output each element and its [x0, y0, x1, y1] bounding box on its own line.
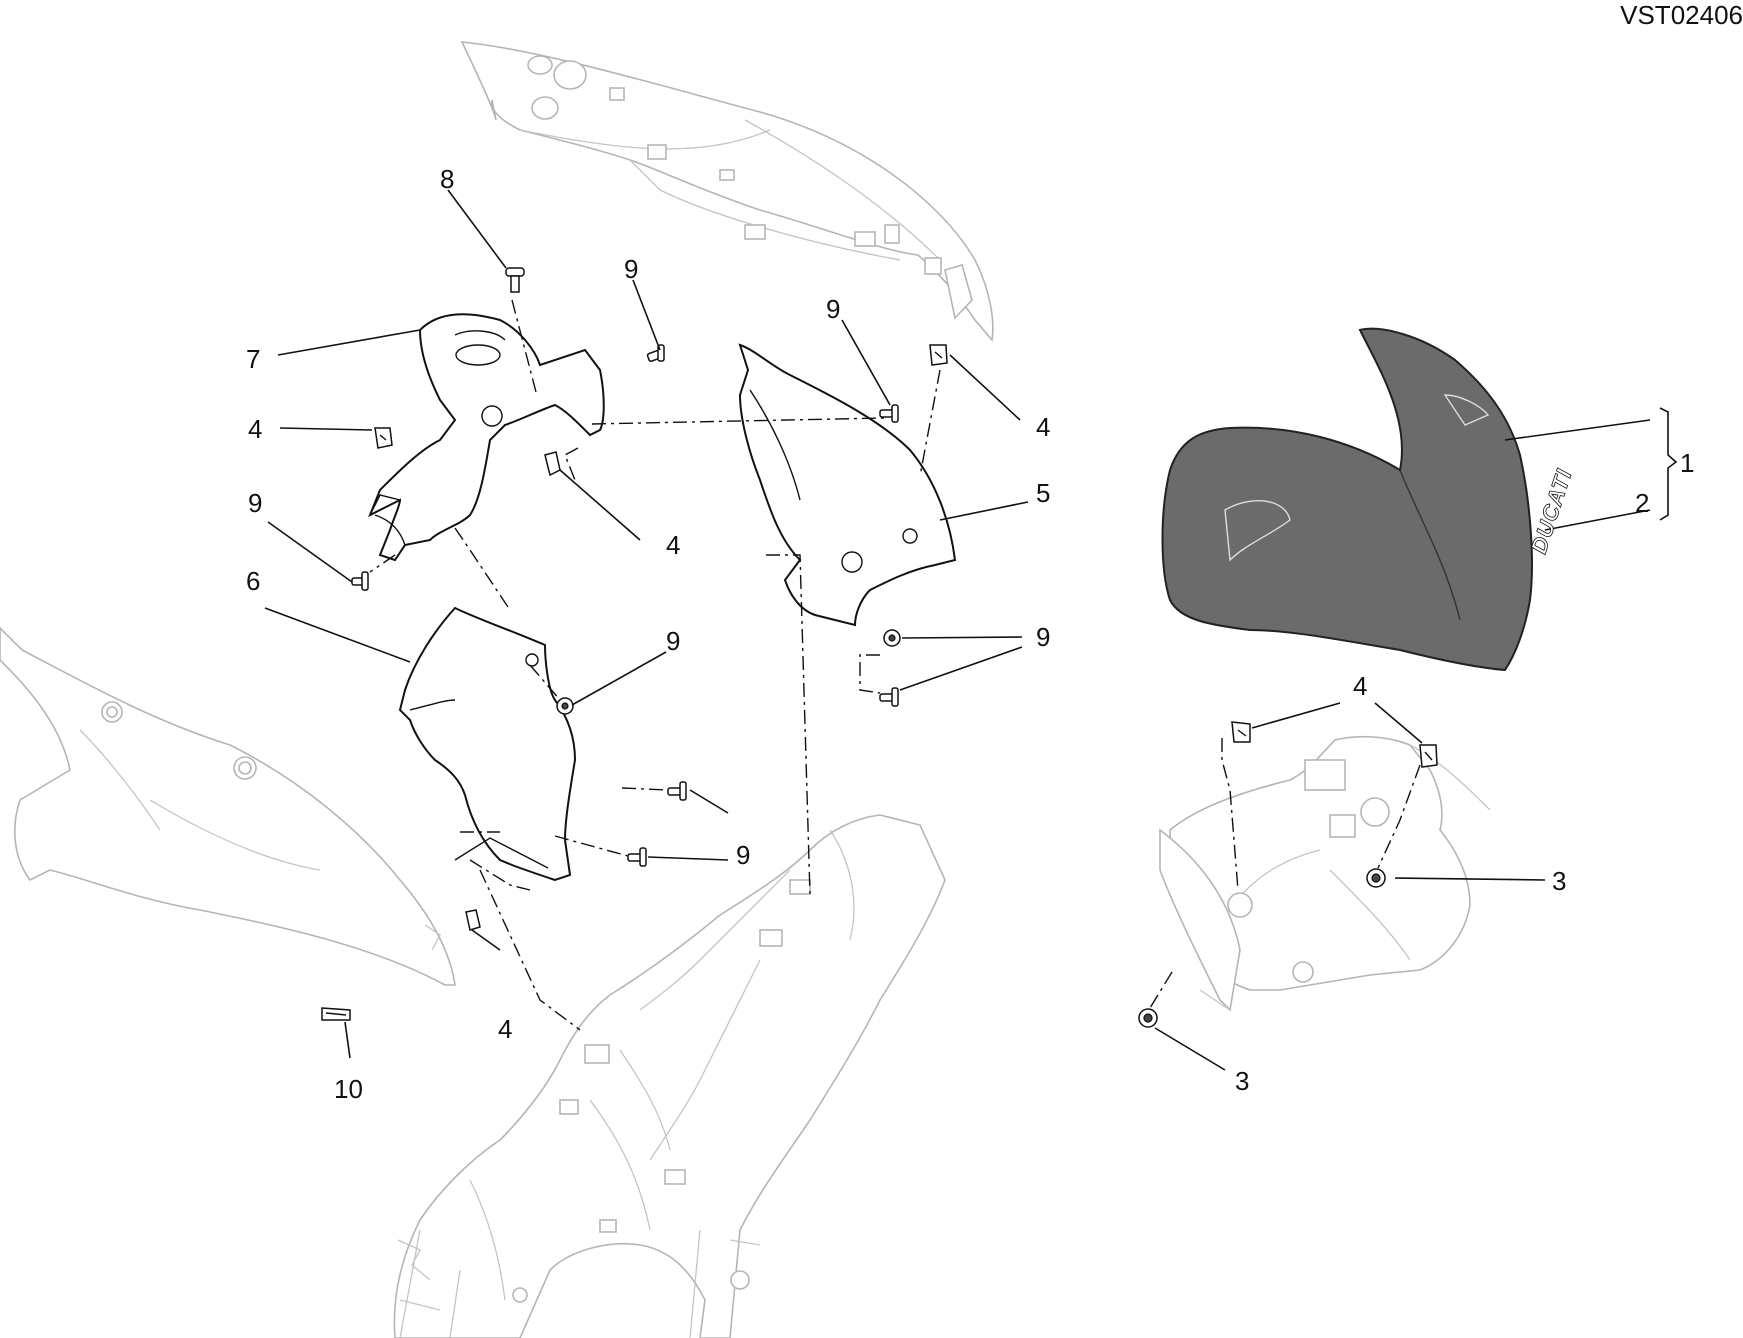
diagram-code: VST02406 — [1620, 0, 1743, 30]
part-5-right-cover — [738, 343, 957, 627]
upper-fairing-shell — [460, 41, 994, 342]
callout-2: 2 — [1635, 488, 1649, 518]
callout-9: 9 — [666, 626, 680, 656]
screw-9-b — [879, 404, 899, 423]
grommet-3-b — [1138, 1008, 1158, 1028]
callout-3: 3 — [1235, 1066, 1249, 1096]
screw-9-g — [883, 629, 901, 647]
left-side-panel — [0, 626, 456, 986]
hardware — [321, 267, 1438, 1028]
screw-9-h — [879, 687, 899, 707]
callout-5: 5 — [1036, 478, 1050, 508]
grommet-3-a — [1366, 868, 1386, 888]
ducati-logo: DUCATI — [1526, 466, 1577, 557]
callout-9: 9 — [624, 254, 638, 284]
callout-7: 7 — [246, 344, 260, 374]
clip-4-b — [544, 451, 561, 477]
clip-4-a — [374, 427, 393, 449]
callout-9: 9 — [248, 488, 262, 518]
leader-lines — [264, 189, 1678, 1071]
screw-9-e — [667, 781, 687, 801]
callout-8: 8 — [440, 164, 454, 194]
callout-4: 4 — [248, 414, 262, 444]
callout-4: 4 — [666, 530, 680, 560]
assembly-lines — [369, 299, 1421, 1031]
part-6-lower-cover — [398, 606, 577, 882]
callout-6: 6 — [246, 566, 260, 596]
callout-9: 9 — [826, 294, 840, 324]
clip-4-c — [929, 344, 948, 366]
callout-10: 10 — [334, 1074, 363, 1104]
callout-1: 1 — [1680, 448, 1694, 478]
callout-9: 9 — [736, 840, 750, 870]
screw-9-f — [627, 847, 647, 867]
clip-4-f — [1419, 744, 1438, 768]
callout-9: 9 — [1036, 622, 1050, 652]
callout-4: 4 — [1353, 671, 1367, 701]
part-7-inner-cover — [368, 313, 605, 562]
callout-4: 4 — [1036, 412, 1050, 442]
callout-4: 4 — [498, 1014, 512, 1044]
callout-3: 3 — [1552, 866, 1566, 896]
clip-4-e — [1231, 721, 1251, 743]
screw-9-d — [556, 697, 574, 715]
screw-9-c — [351, 571, 369, 591]
clip-4-d — [465, 909, 481, 931]
screw-8 — [505, 267, 525, 293]
clip-10 — [321, 1007, 351, 1021]
windscreen — [1161, 327, 1533, 672]
headlight-bracket — [1159, 735, 1491, 1012]
frame-bracket — [393, 814, 946, 1338]
callout-labels: 1 2 3 3 4 4 4 4 4 5 6 7 8 9 9 9 9 9 9 10 — [246, 164, 1694, 1104]
screw-9-a — [646, 344, 665, 362]
